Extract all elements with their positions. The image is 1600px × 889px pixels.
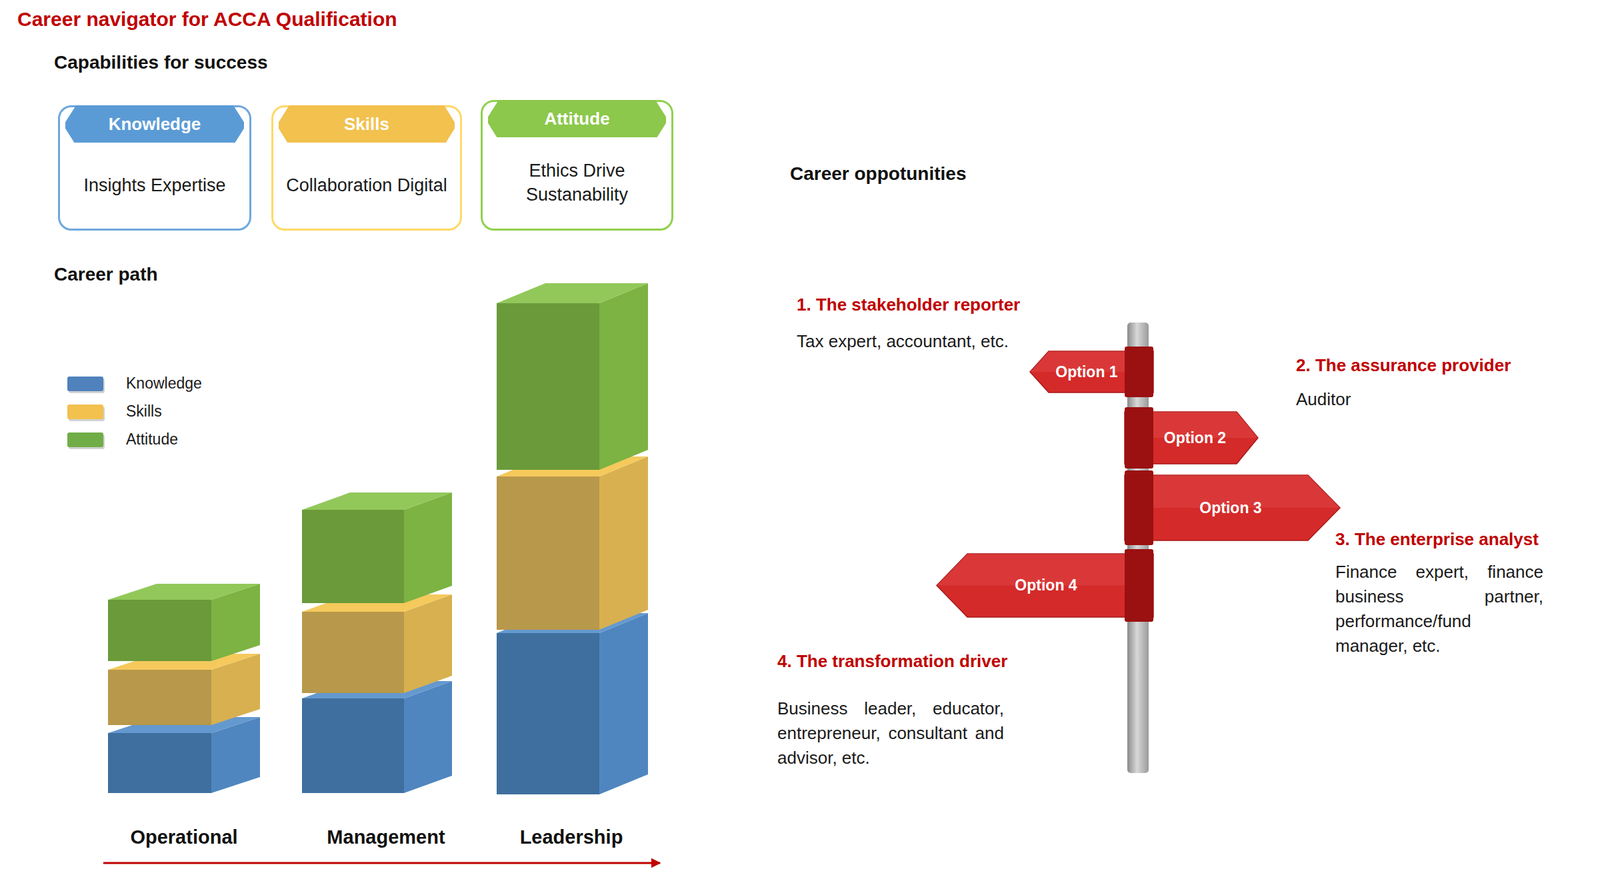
block <box>496 283 648 470</box>
section-heading: Career path <box>54 264 158 286</box>
block-front <box>302 698 404 794</box>
block-front <box>496 303 600 470</box>
sign-label: Option 4 <box>971 554 1121 618</box>
option-description: Tax expert, accountant, etc. <box>796 329 1009 354</box>
section-heading: Career oppotunities <box>790 163 966 185</box>
legend-row: Knowledge <box>67 374 202 393</box>
block-side <box>599 283 648 470</box>
block-front <box>496 633 600 795</box>
option-description: Auditor <box>1296 387 1351 412</box>
option-description: Finance expert, finance business partner… <box>1335 560 1544 659</box>
page-title: Career navigator for ACCA Qualification <box>17 8 398 31</box>
sign-collar <box>1124 470 1154 546</box>
legend-row: Skills <box>67 402 162 421</box>
block-top <box>108 584 260 600</box>
sign-label: Option 2 <box>1157 412 1233 464</box>
legend-text: Knowledge <box>126 374 202 393</box>
progress-arrow <box>103 862 660 865</box>
legend-swatch <box>67 404 104 420</box>
option-heading: 2. The assurance provider <box>1296 355 1511 376</box>
legend-text: Skills <box>126 402 162 421</box>
box-body: Ethics Drive Sustanability <box>486 139 668 226</box>
block-side <box>599 613 648 795</box>
legend-text: Attitude <box>126 430 178 449</box>
block-front <box>108 600 212 662</box>
legend-swatch <box>67 432 104 448</box>
block-side <box>404 492 452 604</box>
signpost-sign: Option 4 <box>936 554 1154 618</box>
option-heading: 3. The enterprise analyst <box>1335 529 1539 550</box>
sign-label: Option 1 <box>1052 351 1121 393</box>
box-body: Collaboration Digital <box>277 144 456 226</box>
legend-swatch <box>67 376 104 392</box>
box-heading: Attitude <box>488 100 666 138</box>
signpost-sign: Option 2 <box>1124 412 1258 464</box>
block <box>108 654 260 726</box>
sign-board <box>1124 475 1340 541</box>
signpost-sign: Option 3 <box>1124 475 1340 541</box>
capability-box: AttitudeEthics Drive Sustanability <box>480 100 674 231</box>
block-front <box>496 476 600 630</box>
sign-collar <box>1124 346 1154 398</box>
block-side <box>404 594 452 694</box>
sign-label: Option 3 <box>1157 475 1304 541</box>
capability-box: KnowledgeInsights Expertise <box>58 105 252 231</box>
block <box>302 492 452 604</box>
stage-label: Operational <box>130 826 238 849</box>
block <box>496 456 648 630</box>
stage-label: Management <box>326 826 445 849</box>
block <box>302 594 452 694</box>
legend-row: Attitude <box>67 430 178 449</box>
block-top <box>302 492 452 510</box>
option-description: Business leader, educator, entrepreneur,… <box>777 696 1004 771</box>
block-front <box>108 670 212 726</box>
section-heading: Capabilities for success <box>54 52 268 74</box>
block <box>302 681 452 794</box>
box-body: Insights Expertise <box>64 144 246 226</box>
block-side <box>404 681 452 794</box>
box-heading: Knowledge <box>65 105 244 143</box>
block-stacks <box>108 283 648 795</box>
block-front <box>302 510 404 604</box>
sign-board <box>936 554 1154 618</box>
block-top <box>496 283 648 304</box>
signpost-sign: Option 1 <box>1030 351 1154 393</box>
stage-label: Leadership <box>520 826 624 849</box>
block-front <box>108 733 212 794</box>
capability-box: SkillsCollaboration Digital <box>271 105 462 231</box>
block-side <box>599 456 648 630</box>
block <box>108 717 260 794</box>
option-heading: 1. The stakeholder reporter <box>796 294 1020 316</box>
block-front <box>302 612 404 694</box>
option-heading: 4. The transformation driver <box>777 651 1008 672</box>
block <box>496 613 648 795</box>
block <box>108 584 260 662</box>
box-heading: Skills <box>278 105 455 143</box>
sign-collar <box>1124 549 1154 622</box>
sign-collar <box>1124 407 1154 469</box>
